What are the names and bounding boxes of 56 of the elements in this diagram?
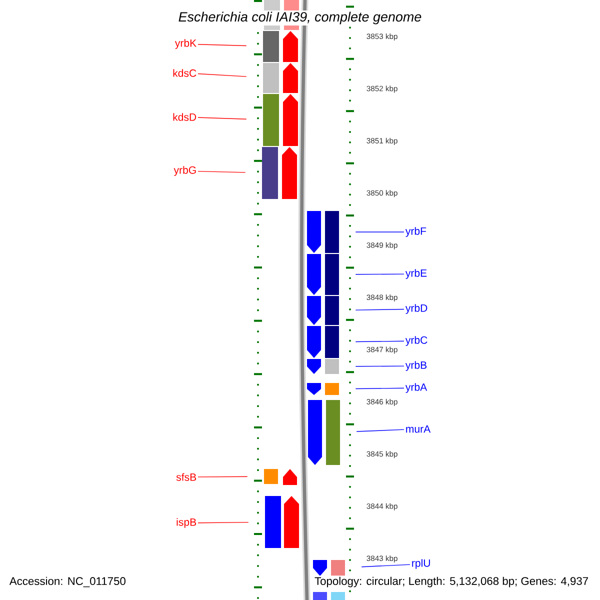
- gene-block: [283, 94, 298, 146]
- gene-bar: [263, 31, 279, 62]
- gene-label: kdsC: [173, 69, 196, 77]
- leader-line: [355, 340, 404, 342]
- gene-label: yrbC: [405, 336, 428, 346]
- gene-block: [283, 31, 298, 62]
- gene-label: yrbB: [405, 361, 427, 371]
- gene-bar: [325, 383, 339, 395]
- gene-block: [283, 469, 297, 485]
- gene-block: [313, 560, 327, 576]
- gene-block: [307, 383, 321, 395]
- leader-line: [198, 170, 246, 173]
- gene-bar: [325, 326, 339, 358]
- gene-block: [283, 63, 298, 93]
- leader-line: [355, 274, 404, 275]
- gene-label: yrbD: [405, 304, 428, 314]
- gene-label: yrbG: [174, 166, 196, 176]
- gene-block: [307, 359, 321, 374]
- gene-bar: [264, 469, 278, 484]
- gene-bar: [265, 496, 281, 548]
- gene-label: yrbA: [405, 383, 428, 393]
- gene-bar: [325, 359, 339, 374]
- leader-line: [356, 429, 404, 432]
- title: Escherichia coli IAI39, complete genome: [177, 10, 423, 26]
- leader-line: [198, 522, 249, 524]
- gene-bar: [325, 254, 339, 295]
- gene-label: kdsD: [173, 113, 196, 121]
- gene-label: ispB: [176, 518, 196, 528]
- leader-line: [361, 564, 410, 568]
- gene-block: [308, 400, 322, 465]
- gene-label: yrbE: [405, 269, 427, 279]
- gene-bar: [325, 211, 339, 253]
- gene-label: yrbF: [405, 227, 426, 237]
- gene-label: rplU: [412, 559, 430, 569]
- gene-bar: [331, 560, 345, 576]
- gene-bar: [263, 94, 279, 146]
- gene-block: [307, 211, 321, 253]
- gene-bar: [263, 63, 279, 93]
- gene-label: murA: [406, 425, 431, 433]
- gene-block: [307, 254, 321, 295]
- gene-block: [307, 296, 321, 325]
- gene-bar: [326, 400, 340, 465]
- gene-label: yrbK: [174, 39, 196, 49]
- leader-line: [198, 44, 247, 46]
- leader-line: [198, 117, 247, 120]
- gene-bar: [325, 296, 339, 325]
- gene-bar: [262, 147, 278, 199]
- leader-line: [355, 366, 404, 367]
- gene-block: [282, 147, 297, 199]
- leader-line: [355, 308, 404, 310]
- leader-line: [355, 388, 404, 390]
- leader-line: [198, 476, 248, 478]
- gene-block: [284, 496, 299, 548]
- accession-text: Accession: NC_011750: [9, 576, 126, 588]
- genome-info-text: Topology: circular; Length: 5,132,068 bp; Genes: 4,937: [313, 576, 590, 588]
- gene-label: sfsB: [176, 473, 196, 481]
